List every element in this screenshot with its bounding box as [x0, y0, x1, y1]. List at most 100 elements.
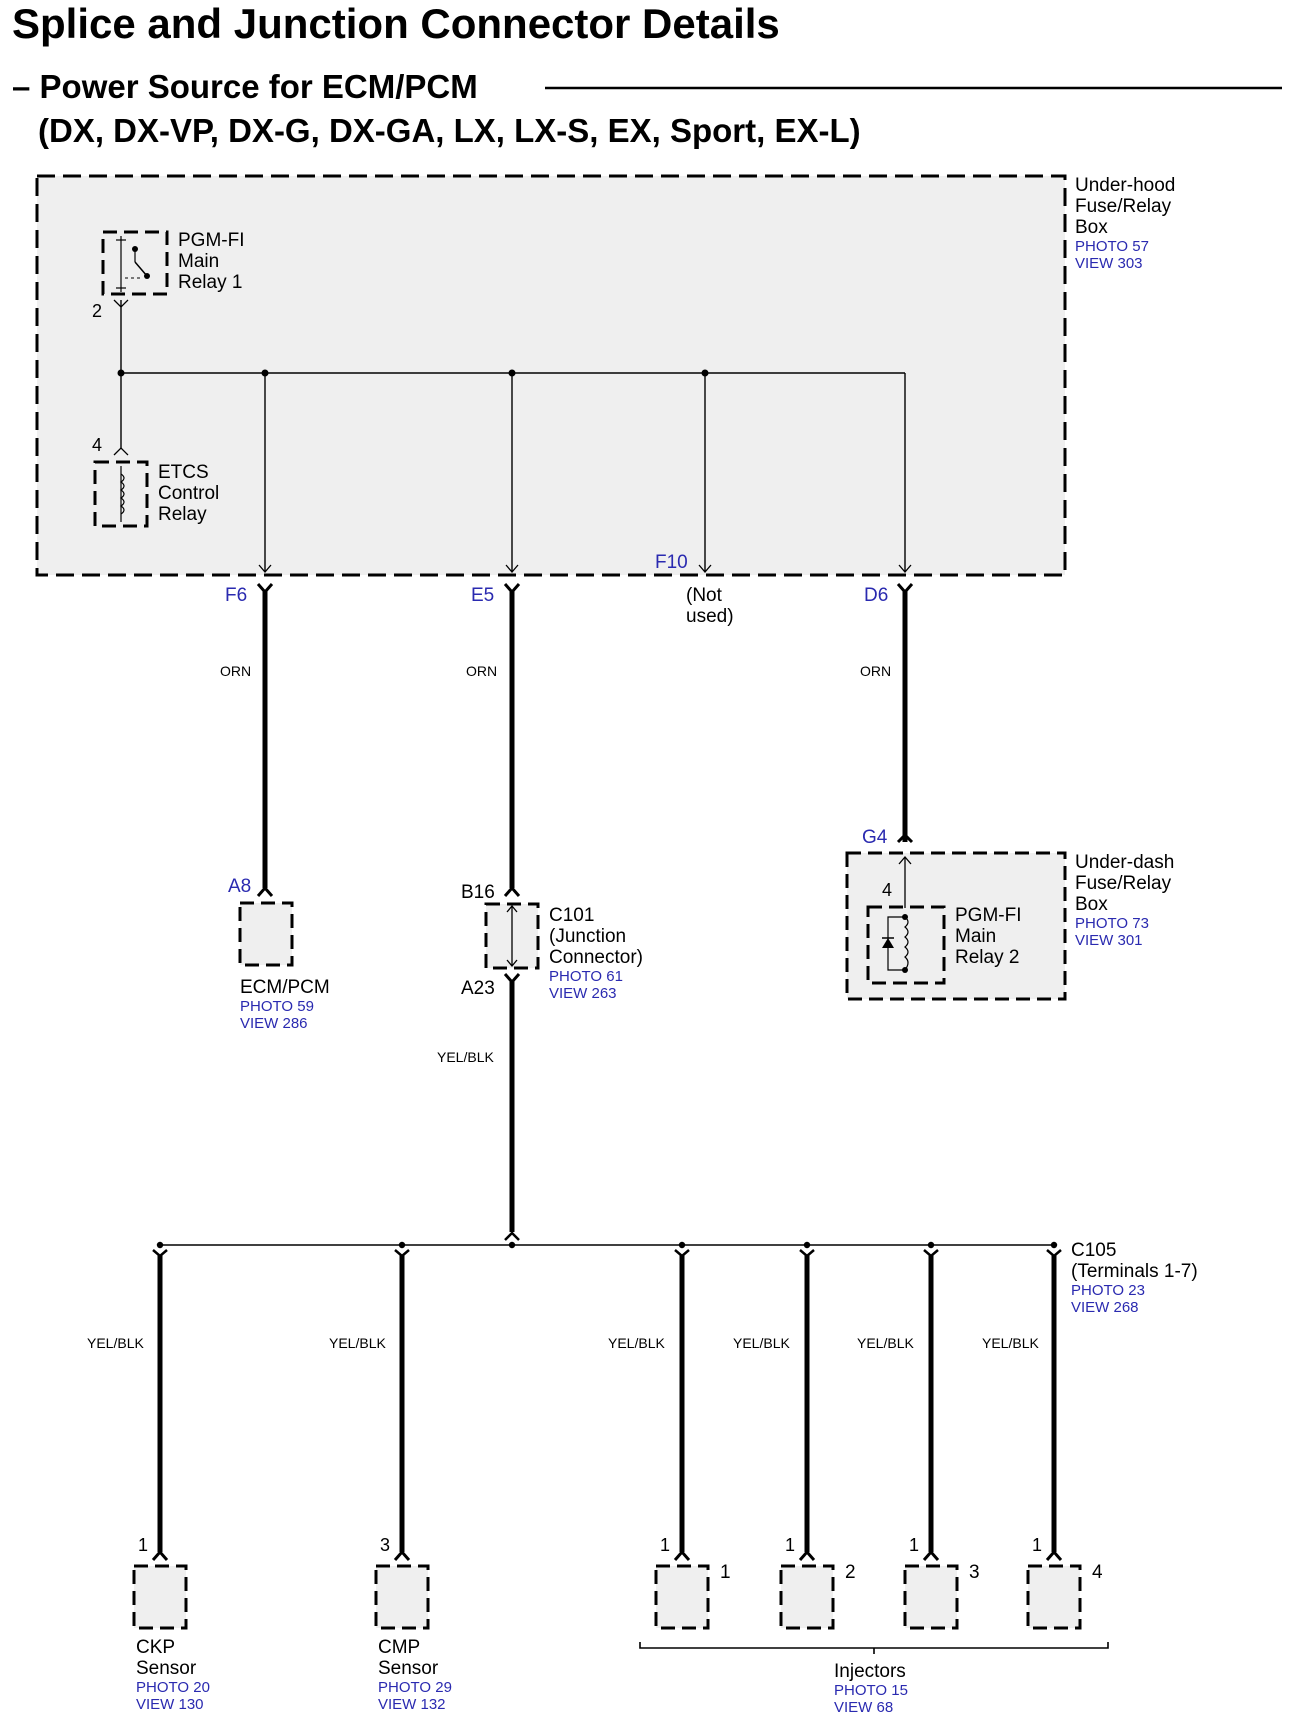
wire-label-inj1: YEL/BLK — [608, 1335, 665, 1351]
svg-text:Connector): Connector) — [549, 947, 643, 968]
subtitle-line-2: (DX, DX-VP, DX-G, DX-GA, LX, LX-S, EX, S… — [38, 112, 861, 149]
injectors-label: Injectors PHOTO 15 VIEW 68 — [834, 1661, 908, 1716]
svg-text:Sensor: Sensor — [378, 1658, 439, 1679]
svg-text:4: 4 — [1092, 1562, 1103, 1583]
etcs-control-relay: ETCS Control Relay — [93, 460, 219, 528]
bus-arrowheads — [258, 564, 912, 573]
relay-switch-icon — [116, 236, 150, 292]
svg-text:PHOTO 57: PHOTO 57 — [1075, 238, 1149, 255]
svg-text:Injectors: Injectors — [834, 1661, 906, 1682]
svg-text:(Not: (Not — [686, 585, 723, 606]
page-title: Splice and Junction Connector Details — [12, 0, 780, 47]
underhood-fuse-relay-box — [35, 174, 1067, 577]
svg-text:1: 1 — [1032, 1535, 1042, 1555]
svg-text:Relay 2: Relay 2 — [955, 947, 1019, 968]
svg-text:Relay 1: Relay 1 — [178, 272, 242, 293]
svg-text:used): used) — [686, 606, 734, 627]
connector-label-a8: A8 — [228, 876, 251, 897]
svg-text:VIEW 263: VIEW 263 — [549, 985, 617, 1002]
svg-text:1: 1 — [660, 1535, 670, 1555]
pgm-fi-main-relay-2: PGM-FI Main Relay 2 — [866, 905, 1022, 985]
not-used-note: (Not used) — [686, 585, 734, 627]
injector-4: 1 4 — [1026, 1535, 1103, 1630]
underdash-box-label: Under-dash Fuse/Relay Box PHOTO 73 VIEW … — [1075, 852, 1174, 949]
svg-text:Sensor: Sensor — [136, 1658, 197, 1679]
svg-text:(Junction: (Junction — [549, 926, 626, 947]
svg-text:Under-dash: Under-dash — [1075, 852, 1174, 873]
svg-text:PHOTO 59: PHOTO 59 — [240, 998, 314, 1015]
bus-splice-dots — [117, 369, 709, 377]
svg-text:1: 1 — [785, 1535, 795, 1555]
connector-label-b16: B16 — [461, 882, 495, 903]
svg-text:VIEW 301: VIEW 301 — [1075, 932, 1143, 949]
ckp-pin-label: 1 — [138, 1535, 148, 1555]
svg-text:VIEW 68: VIEW 68 — [834, 1699, 893, 1716]
orn-wires — [262, 590, 908, 888]
cmp-sensor: CMP Sensor PHOTO 29 VIEW 132 — [374, 1564, 452, 1713]
svg-text:3: 3 — [969, 1562, 980, 1583]
c105-splice-points — [156, 1241, 1058, 1249]
ckp-sensor: CKP Sensor PHOTO 20 VIEW 130 — [132, 1564, 210, 1713]
svg-text:Fuse/Relay: Fuse/Relay — [1075, 873, 1172, 894]
relay2-pin-label: 4 — [882, 880, 892, 900]
c101-junction-connector: C101 (Junction Connector) PHOTO 61 VIEW … — [484, 902, 643, 1002]
svg-text:VIEW 130: VIEW 130 — [136, 1696, 204, 1713]
svg-text:PGM-FI: PGM-FI — [955, 905, 1022, 926]
connector-label-d6: D6 — [864, 585, 888, 606]
svg-text:1: 1 — [909, 1535, 919, 1555]
wire-label-orn-3: ORN — [860, 663, 891, 679]
svg-text:PHOTO 29: PHOTO 29 — [378, 1679, 452, 1696]
c105-label: C105 (Terminals 1-7) PHOTO 23 VIEW 268 — [1071, 1240, 1198, 1316]
svg-text:Box: Box — [1075, 894, 1108, 915]
svg-text:PHOTO 15: PHOTO 15 — [834, 1682, 908, 1699]
svg-text:Control: Control — [158, 483, 219, 504]
svg-text:ECM/PCM: ECM/PCM — [240, 977, 330, 998]
component-terminals — [151, 1549, 1063, 1561]
g4-terminal — [896, 832, 914, 844]
wire-label-cmp: YEL/BLK — [329, 1335, 386, 1351]
wire-label-inj2: YEL/BLK — [733, 1335, 790, 1351]
underhood-box-label: Under-hood Fuse/Relay Box PHOTO 57 VIEW … — [1075, 175, 1175, 272]
svg-text:VIEW 268: VIEW 268 — [1071, 1299, 1139, 1316]
injector-1: 1 1 — [654, 1535, 731, 1630]
svg-text:(Terminals 1-7): (Terminals 1-7) — [1071, 1261, 1198, 1282]
svg-text:CKP: CKP — [136, 1637, 175, 1658]
svg-text:Box: Box — [1075, 217, 1108, 238]
svg-text:PHOTO 20: PHOTO 20 — [136, 1679, 210, 1696]
svg-text:ETCS: ETCS — [158, 462, 209, 483]
relay1-pin-label: 2 — [92, 301, 102, 321]
wire-label-ckp: YEL/BLK — [87, 1335, 144, 1351]
connector-label-f10: F10 — [655, 552, 688, 573]
box-output-terminals — [256, 583, 914, 595]
wire-label-trunk: YEL/BLK — [437, 1049, 494, 1065]
svg-text:PHOTO 23: PHOTO 23 — [1071, 1282, 1145, 1299]
etcs-terminal — [113, 447, 129, 456]
cmp-pin-label: 3 — [380, 1535, 390, 1555]
svg-text:VIEW 303: VIEW 303 — [1075, 255, 1143, 272]
ecm-pcm: ECM/PCM PHOTO 59 VIEW 286 — [238, 901, 330, 1032]
svg-text:Main: Main — [955, 926, 996, 947]
etcs-pin-label: 4 — [92, 435, 102, 455]
underdash-fuse-relay-box — [845, 851, 1067, 1001]
injector-3: 1 3 — [903, 1535, 980, 1630]
svg-text:Main: Main — [178, 251, 219, 272]
svg-text:C101: C101 — [549, 905, 594, 926]
svg-text:Under-hood: Under-hood — [1075, 175, 1175, 196]
svg-text:PHOTO 61: PHOTO 61 — [549, 968, 623, 985]
svg-text:C105: C105 — [1071, 1240, 1116, 1261]
wire-label-orn-2: ORN — [466, 663, 497, 679]
relay-diode-coil-icon — [882, 914, 909, 973]
injectors-bracket — [639, 1642, 1109, 1654]
svg-text:VIEW 286: VIEW 286 — [240, 1015, 308, 1032]
ecm-terminal — [256, 885, 274, 897]
yel-blk-branch-wires — [157, 1255, 1057, 1552]
svg-text:PGM-FI: PGM-FI — [178, 230, 245, 251]
connector-label-e5: E5 — [471, 585, 494, 606]
pgm-fi-main-relay-1: PGM-FI Main Relay 1 — [101, 230, 245, 296]
subtitle-line-1: – Power Source for ECM/PCM — [12, 68, 478, 105]
svg-text:CMP: CMP — [378, 1637, 420, 1658]
connector-label-g4: G4 — [862, 827, 888, 848]
connector-label-a23: A23 — [461, 978, 495, 999]
wire-label-inj4: YEL/BLK — [982, 1335, 1039, 1351]
